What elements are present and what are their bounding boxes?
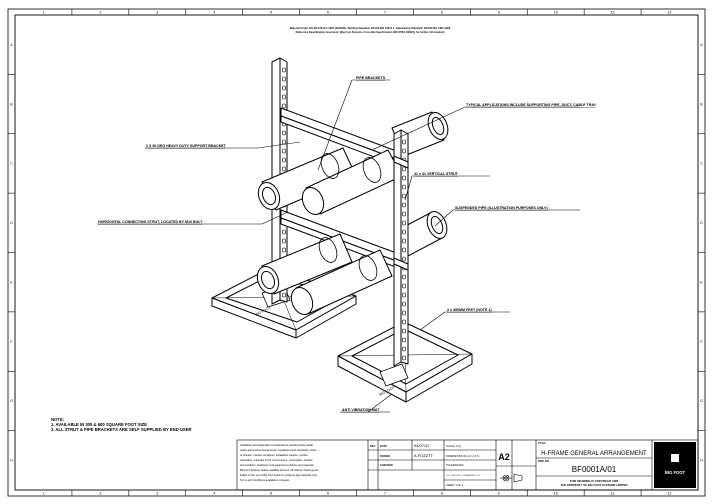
zone-number-bottom: 2 xyxy=(99,492,101,496)
copyright-line-2: THE PROPERTY OF BIG FOOT SYSTEMS LIMITED xyxy=(561,483,628,487)
zone-number-top: 3 xyxy=(156,11,158,15)
zone-letter-right: A xyxy=(700,43,703,47)
zone-number-top: 12 xyxy=(668,11,672,15)
notes-block: NOTE: 1. AVAILABLE IN 305 & 600 SQUARE F… xyxy=(51,417,192,432)
zone-letter-right: E xyxy=(700,280,703,284)
svg-text:based on the use of Big Foot S: based on the use of Big Foot Systems' pr… xyxy=(240,473,318,477)
big-foot-logo: BIG FOOT xyxy=(654,442,696,488)
zone-number-top: 2 xyxy=(99,11,101,15)
checked-label: CHECKED xyxy=(380,463,393,467)
zone-number-bottom: 11 xyxy=(611,492,615,496)
zone-number-bottom: 12 xyxy=(668,492,672,496)
zone-number-bottom: 5 xyxy=(270,492,272,496)
drawn-value: A.FOZZTT xyxy=(414,453,434,458)
label-anti-vibration-mat: ANTI VIBRATION MAT xyxy=(342,408,380,412)
scale-label: SCALE: 1:10 xyxy=(446,444,462,448)
zone-number-top: 1 xyxy=(42,11,44,15)
svg-text:Big Foot Systems makes qualifi: Big Foot Systems makes qualified persons… xyxy=(240,468,319,472)
zone-number-bottom: 4 xyxy=(213,492,215,496)
zone-letter-left: D xyxy=(10,221,13,225)
disclaimer-text: Installation and application considerati… xyxy=(240,443,319,482)
svg-text:of practice, climatic conditio: of practice, climatic conditions, instal… xyxy=(240,453,308,457)
zone-number-top: 8 xyxy=(441,11,443,15)
zone-letter-right: F xyxy=(700,340,703,344)
zone-number-top: 11 xyxy=(611,11,615,15)
dwg-no-label: DWG NO. xyxy=(538,459,550,463)
zone-number-top: 10 xyxy=(554,11,558,15)
label-typical-applications: TYPICAL APPLICATIONS INCLUDE SUPPORTING … xyxy=(466,103,597,107)
zone-letter-right: H xyxy=(700,459,703,463)
rev-label: REV xyxy=(370,444,376,448)
zone-number-top: 7 xyxy=(384,11,386,15)
rev-value: - xyxy=(372,455,373,458)
zone-number-bottom: 9 xyxy=(498,492,500,496)
drawing-title: H-FRAME GENERAL ARRANGEMENT xyxy=(541,451,647,457)
pipe-bracket-clamps xyxy=(318,153,382,281)
zone-number-top: 5 xyxy=(270,11,272,15)
zone-letter-right: G xyxy=(700,399,703,403)
svg-text:BIG FOOT: BIG FOOT xyxy=(379,385,396,397)
svg-text:Installation and application c: Installation and application considerati… xyxy=(240,443,314,447)
dimensions-label: DIMENSIONS IN mm U.O.S. xyxy=(446,454,480,458)
label-horizontal-strut: HORIZONTAL CONNECTING STRUT, LOCATED BY … xyxy=(98,220,203,224)
copyright-line-1: THIS DRAWING IS COPYRIGHT AND xyxy=(570,479,618,483)
svg-text:and condition, machinery and e: and condition, machinery and equipment p… xyxy=(240,463,315,467)
sheet-label: SHEET 1 OF 1 xyxy=(446,483,464,487)
reference-spec-line: Reference Specification document: (Big F… xyxy=(296,30,445,34)
zone-letter-left: E xyxy=(10,280,13,284)
zone-letter-left: H xyxy=(10,459,13,463)
label-feet: 2 x 450MM FEET (NOTE 1) xyxy=(447,308,492,312)
zone-number-bottom: 7 xyxy=(384,492,386,496)
drawn-label: DRAWN xyxy=(380,454,390,458)
notes-title: NOTE: xyxy=(51,417,64,422)
note-item-1: 1. AVAILABLE IN 305 & 600 SQUARE FOOT SI… xyxy=(51,422,147,427)
svg-text:safety and environmental needs: safety and environmental needs, regulati… xyxy=(240,448,317,452)
label-pipe-brackets: PIPE BRACKETS xyxy=(356,76,386,80)
zone-number-bottom: 10 xyxy=(554,492,558,496)
title-label: TITLE: xyxy=(538,441,546,445)
h-frame-illustration: BIG FOOT xyxy=(211,57,473,403)
zone-letter-right: D xyxy=(700,221,703,225)
note-item-2: 2. ALL STRUT & PIPE BRACKETS ARE SELF SU… xyxy=(51,427,192,432)
zone-number-top: 9 xyxy=(498,11,500,15)
zone-letter-right: B xyxy=(700,102,703,106)
zone-letter-left: C xyxy=(10,162,13,166)
svg-text:orientation, materials of the: orientation, materials of the roof struc… xyxy=(240,458,313,462)
label-suspended-pipe: SUSPENDED PIPE (ILLUSTRATION PURPOSES ON… xyxy=(455,206,548,210)
zone-number-bottom: 6 xyxy=(327,492,329,496)
zone-letter-left: A xyxy=(10,43,13,47)
svg-text:BIG FOOT: BIG FOOT xyxy=(255,305,272,317)
label-vertical-strut: 41 x 41 VERTICAL STRUT xyxy=(414,172,459,176)
callout-labels: PIPE BRACKETS TYPICAL APPLICATIONS INCLU… xyxy=(98,76,597,412)
front-upright xyxy=(393,129,409,367)
projection-symbol-icon xyxy=(500,473,523,483)
material-spec-line: Material Grade: BS EN 10219-1:1997 (S235… xyxy=(290,26,451,30)
leader-lines xyxy=(97,79,580,413)
upper-strut-joint xyxy=(393,155,409,169)
zone-letter-right: C xyxy=(700,162,703,166)
label-support-bracket: 2 X 90 DEG HEAVY DUTY SUPPORT BRACKET xyxy=(146,144,227,148)
date-value: 04/07/12 xyxy=(414,443,430,448)
zone-number-top: 4 xyxy=(213,11,215,15)
zone-number-top: 6 xyxy=(327,11,329,15)
tolerances-label: TOLERANCES xyxy=(446,463,464,467)
zone-letter-left: B xyxy=(10,102,13,106)
svg-text:Terms and Conditions available: Terms and Conditions available on reques… xyxy=(240,478,290,482)
lower-strut-joint xyxy=(393,257,409,271)
title-block: Installation and application considerati… xyxy=(236,439,699,491)
upper-pipes xyxy=(257,111,449,216)
tolerances-value: 0.X ± 0.25 0.XX ± 0.10 ANGLES ± 0.5° xyxy=(446,474,481,477)
date-label: DATE xyxy=(380,444,387,448)
zone-number-bottom: 8 xyxy=(441,492,443,496)
svg-text:BIG FOOT: BIG FOOT xyxy=(665,470,686,475)
zone-letter-left: G xyxy=(10,399,13,403)
zone-number-bottom: 1 xyxy=(42,492,44,496)
zone-number-bottom: 3 xyxy=(156,492,158,496)
zone-letter-left: F xyxy=(10,340,13,344)
drawing-number: BF0001A/01 xyxy=(572,465,617,474)
sheet-size: A2 xyxy=(498,452,510,462)
